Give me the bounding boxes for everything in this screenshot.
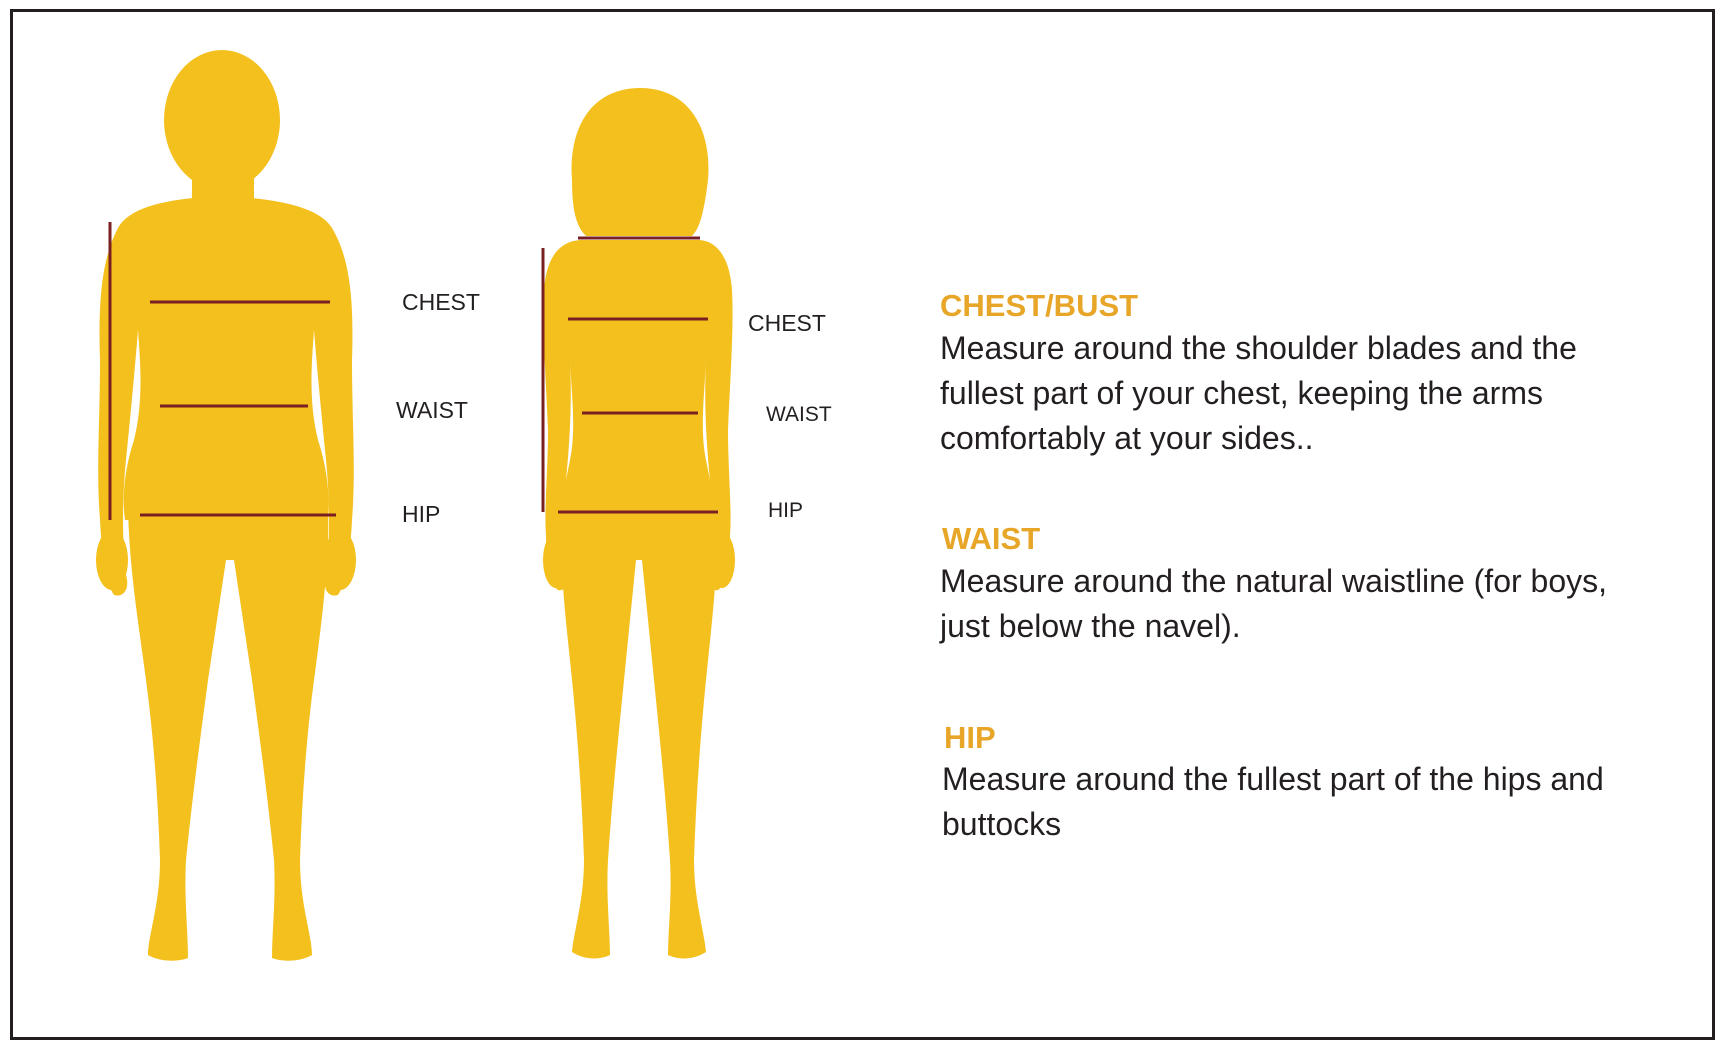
female-head — [572, 88, 709, 236]
chest-bust-description: Measure around the shoulder blades and t… — [940, 326, 1660, 461]
male-chest-label: CHEST — [402, 291, 480, 314]
female-chest-label: CHEST — [748, 312, 826, 335]
female-silhouette — [543, 88, 735, 958]
female-waist — [572, 320, 704, 420]
hip-heading: HIP — [944, 722, 996, 753]
male-legs — [128, 500, 328, 961]
female-right-hand — [709, 532, 735, 588]
male-left-hand — [96, 530, 128, 590]
male-silhouette — [96, 50, 356, 961]
male-right-hand — [324, 530, 356, 590]
waist-description: Measure around the natural waistline (fo… — [940, 559, 1660, 649]
male-waist-label: WAIST — [396, 399, 468, 422]
female-left-hand — [543, 532, 569, 588]
male-hip-label: HIP — [402, 503, 440, 526]
hip-description: Measure around the fullest part of the h… — [942, 757, 1662, 847]
chest-bust-heading: CHEST/BUST — [940, 290, 1138, 321]
waist-heading: WAIST — [942, 523, 1040, 554]
female-waist-label: WAIST — [766, 404, 832, 425]
female-legs — [561, 500, 717, 958]
female-hip-label: HIP — [768, 500, 803, 521]
